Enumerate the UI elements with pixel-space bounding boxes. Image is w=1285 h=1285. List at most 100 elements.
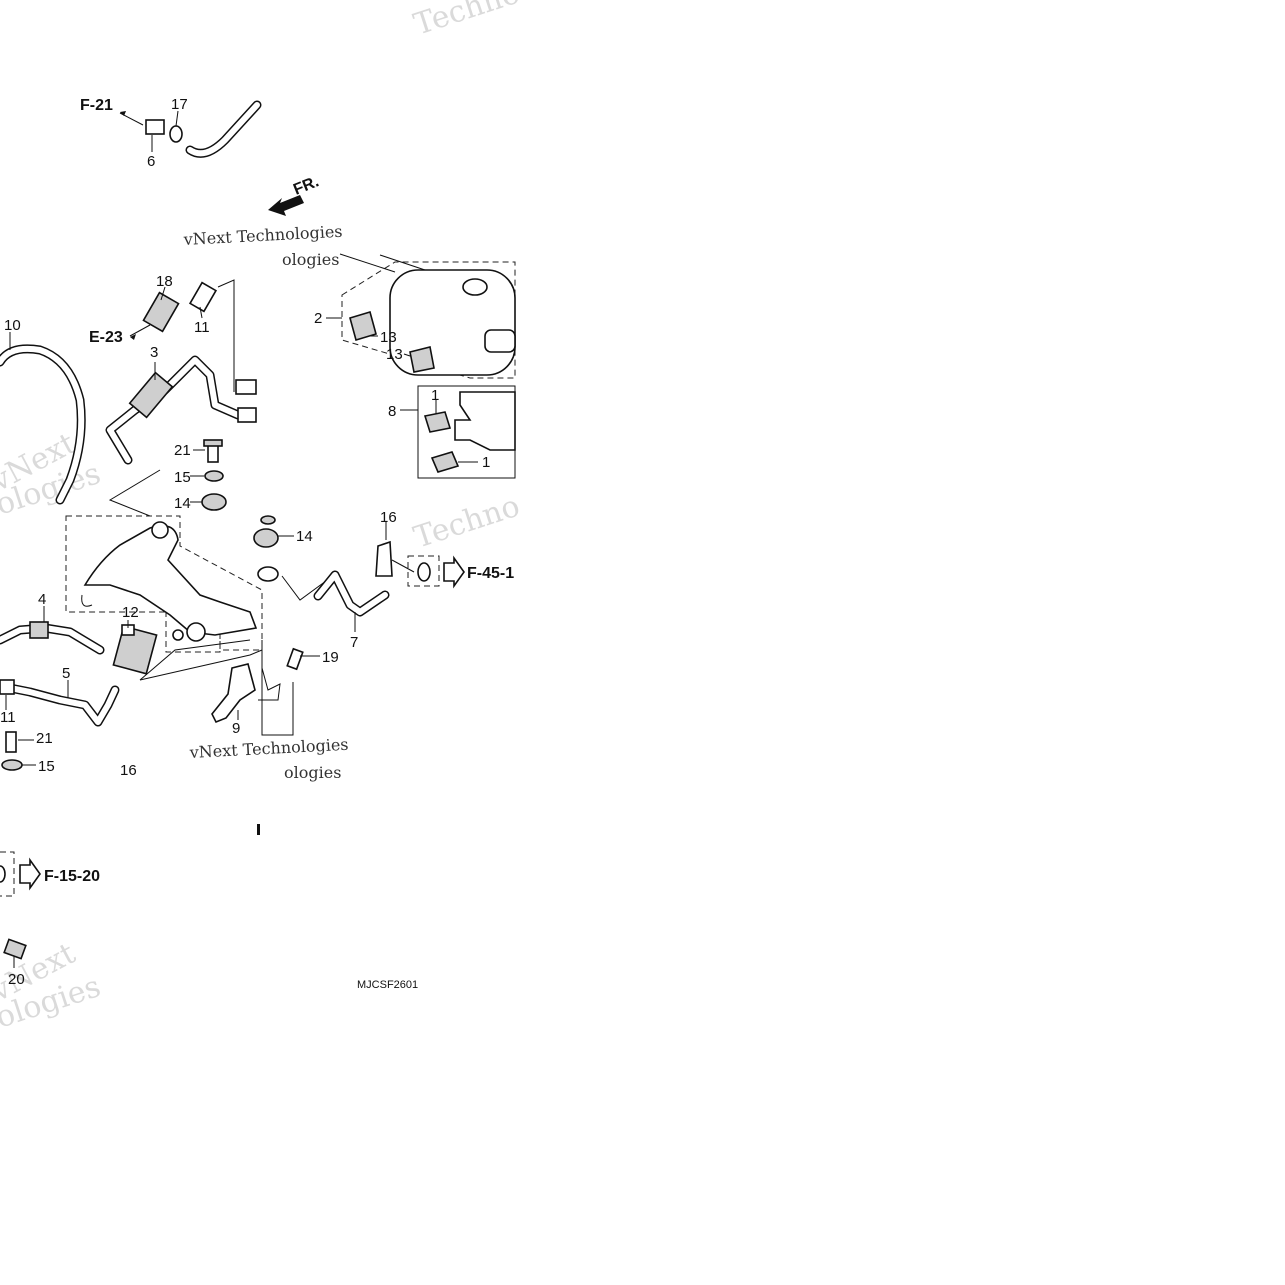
mount-stack-bottom xyxy=(1,731,36,771)
callout-11-lower: 11 xyxy=(0,709,16,726)
bottom-ref-group xyxy=(0,824,260,968)
hose-4-sleeve xyxy=(29,621,49,639)
ref-arrow-f45 xyxy=(443,555,465,589)
stay-hole-b xyxy=(186,622,206,642)
fitting-11-top xyxy=(188,281,218,313)
hose-5-group xyxy=(0,679,120,727)
top-hose-group xyxy=(119,100,262,158)
stay-hole-a xyxy=(151,521,169,539)
connector-upper xyxy=(235,379,257,395)
ring-fitting xyxy=(257,566,279,582)
watermark-brand-2: vNext Technologies xyxy=(188,735,349,762)
pad-1-upper xyxy=(423,411,452,433)
callout-19: 19 xyxy=(322,649,339,666)
bolt-21-head xyxy=(203,439,223,447)
hose-10-group xyxy=(0,332,86,505)
fastener-box xyxy=(407,555,440,587)
clip-17 xyxy=(169,125,183,143)
diagram-part-code: MJCSF2601 xyxy=(357,979,418,991)
callout-12: 12 xyxy=(122,604,139,621)
pad-13-b xyxy=(409,346,435,373)
bolt-19 xyxy=(286,647,304,671)
washer-lower-top xyxy=(260,515,276,525)
bolt-21-lower xyxy=(5,731,17,753)
canister-2 xyxy=(389,269,516,376)
callout-21-lower: 21 xyxy=(36,730,53,747)
callout-4: 4 xyxy=(38,591,46,608)
callout-6: 6 xyxy=(147,153,155,170)
fitting-6 xyxy=(145,119,165,135)
solenoid-12-group xyxy=(112,620,263,681)
callout-2: 2 xyxy=(314,310,322,327)
watermark-brand-1: vNext Technologies xyxy=(182,222,343,249)
callout-7: 7 xyxy=(350,634,358,651)
grommet-14-upper xyxy=(201,493,227,511)
bracket-8 xyxy=(454,391,516,451)
ref-arrow-f15 xyxy=(19,857,41,891)
pad-13-a xyxy=(349,310,377,342)
watermark-logies-1: ologies xyxy=(282,250,339,269)
canister-nozzle xyxy=(484,329,516,353)
tick-mark xyxy=(257,824,260,835)
bracket-9-group xyxy=(211,640,320,736)
callout-20: 20 xyxy=(8,971,25,988)
callout-10: 10 xyxy=(4,317,21,334)
clamp-16 xyxy=(375,540,393,577)
callout-1-lower: 1 xyxy=(482,454,490,471)
callout-11-top: 11 xyxy=(194,319,210,336)
callout-18: 18 xyxy=(156,273,173,290)
callout-15-lower: 15 xyxy=(38,758,55,775)
callout-16-upper: 16 xyxy=(380,509,397,526)
callout-13-a: 13 xyxy=(380,329,397,346)
mount-stack-upper xyxy=(108,439,227,517)
mount-stack-lower xyxy=(253,515,331,601)
solenoid-12 xyxy=(112,625,158,675)
callout-3: 3 xyxy=(150,344,158,361)
fastener-head xyxy=(417,562,431,582)
fitting-11-lower xyxy=(0,679,15,695)
hose-7-group xyxy=(313,570,390,632)
watermark-logies-2: ologies xyxy=(284,763,341,782)
callout-21-upper: 21 xyxy=(174,442,191,459)
hose-4-group xyxy=(0,606,105,655)
hose-3-sleeve xyxy=(128,371,174,419)
hose-piece-18 xyxy=(142,291,180,333)
front-arrow xyxy=(268,195,304,216)
bracket-9 xyxy=(211,663,256,724)
callout-5: 5 xyxy=(62,665,70,682)
callout-8: 8 xyxy=(388,403,396,420)
hose-3-group xyxy=(105,355,243,465)
ref-f-45-1[interactable]: F-45-1 xyxy=(467,565,514,582)
connector-lower xyxy=(237,407,257,423)
washer-15-upper xyxy=(204,470,224,482)
callout-13-b: 13 xyxy=(386,346,403,363)
ref-e-23[interactable]: E-23 xyxy=(89,329,123,346)
callout-1-upper: 1 xyxy=(431,387,439,404)
bottom-dashed-box xyxy=(0,851,15,897)
callout-16-lower: 16 xyxy=(120,762,137,779)
ref-f-15-20[interactable]: F-15-20 xyxy=(44,868,100,885)
washer-15-lower xyxy=(1,759,23,771)
grommet-14-lower xyxy=(253,528,279,548)
callout-14-lower: 14 xyxy=(296,528,313,545)
callout-15-upper: 15 xyxy=(174,469,191,486)
bracket-8-group xyxy=(400,385,516,479)
watermark-techno-mid: Techno xyxy=(410,489,524,556)
canister-port xyxy=(462,278,488,296)
bolt-20 xyxy=(3,938,27,960)
front-direction-label: FR. xyxy=(291,173,321,198)
clamp-16-group xyxy=(375,522,465,589)
canister-outline xyxy=(341,261,516,379)
stay-hole-c xyxy=(172,629,184,641)
bottom-fastener xyxy=(0,865,6,883)
callout-17: 17 xyxy=(171,96,188,113)
watermark-techno-top: Techno xyxy=(410,0,524,43)
pad-1-lower xyxy=(430,451,460,473)
stay-plate xyxy=(83,524,258,636)
ref-f-21[interactable]: F-21 xyxy=(80,97,113,114)
stay-plate-group xyxy=(65,515,263,653)
callout-14-upper: 14 xyxy=(174,495,191,512)
parts-18-11 xyxy=(129,279,257,423)
canister-group xyxy=(326,253,516,379)
